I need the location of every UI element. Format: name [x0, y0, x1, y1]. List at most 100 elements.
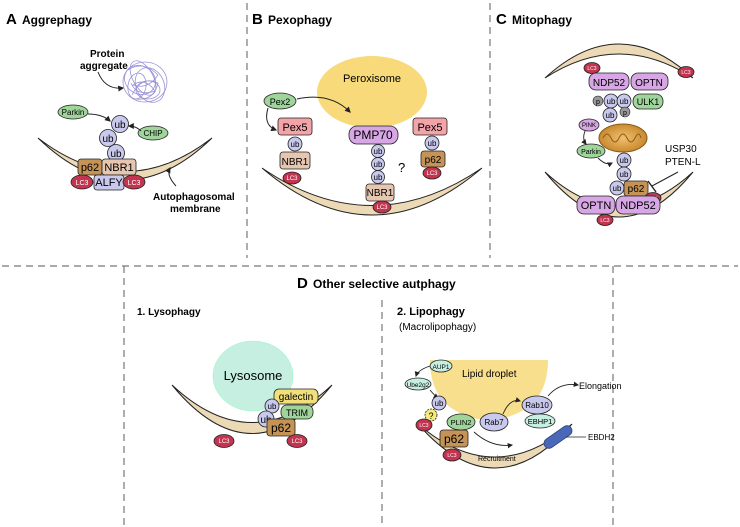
- ub-circle: [424, 135, 440, 151]
- recruitment-label: Recruitment: [478, 456, 516, 463]
- ulk1-label: ULK1: [637, 97, 660, 107]
- ub-label: ub: [606, 111, 615, 120]
- panel-separators: [2, 3, 738, 526]
- galectin-pill: [273, 388, 319, 405]
- lysosome-label: Lysosome: [224, 368, 283, 383]
- ub-circle: [99, 129, 117, 147]
- nbr1-label: NBR1: [104, 162, 133, 174]
- parkin-pill: [57, 104, 89, 120]
- pink-pill: [578, 118, 600, 132]
- membrane-label-2: membrane: [170, 204, 221, 215]
- panel-a-letter: A: [6, 11, 17, 28]
- optn-pill: [576, 195, 616, 215]
- nbr1-box: [279, 151, 311, 170]
- ub-label: ub: [607, 97, 616, 106]
- pex2-label: Pex2: [270, 97, 291, 107]
- ub-label: ub: [268, 402, 277, 411]
- p62-label: p62: [628, 184, 645, 195]
- panel-d-letter: D: [297, 275, 308, 292]
- p-circle: [619, 106, 631, 118]
- ub-circle: [111, 115, 129, 133]
- trim-label: TRIM: [286, 408, 308, 418]
- lc3-label: LC3: [286, 176, 298, 182]
- ub-label: ub: [102, 134, 114, 145]
- alfy-label: ALFY: [95, 177, 123, 189]
- panel-mitophagy: C Mitophagy LC3 LC3 NDP52 OPTN p ub ub U…: [496, 11, 701, 226]
- plin2-label: PLIN2: [451, 418, 472, 427]
- panel-other-selective: D Other selective autphagy 1. Lysophagy …: [137, 275, 622, 469]
- pmp70-pill: [348, 125, 399, 145]
- p62-label: p62: [425, 155, 442, 166]
- ebdh2-label: EBDH2: [588, 433, 615, 442]
- lc3-pill: [213, 434, 235, 448]
- ebdh2-protein-icon: [543, 425, 573, 449]
- lc3-pill: [415, 418, 433, 432]
- lc3-pill: [422, 166, 442, 180]
- lysophagy-title: 1. Lysophagy: [137, 307, 201, 318]
- pex5-label: Pex5: [417, 122, 442, 134]
- lc3-pill: [286, 434, 308, 448]
- lc3-label: LC3: [600, 218, 609, 224]
- ub-label: ub: [110, 149, 122, 160]
- ub-label: ub: [435, 399, 444, 408]
- nbr1-label: NBR1: [367, 188, 394, 199]
- lipid-droplet-label: Lipid droplet: [462, 369, 517, 380]
- pex5-label: Pex5: [282, 122, 307, 134]
- lc3-label: LC3: [76, 180, 89, 187]
- nbr1-label: NBR1: [282, 157, 309, 168]
- ub-label: ub: [374, 147, 383, 156]
- lc3-pill: [70, 174, 94, 190]
- panel-b-title: Pexophagy: [268, 13, 332, 27]
- optn-label: OPTN: [581, 200, 612, 212]
- ndp52-pill: [588, 72, 630, 91]
- peroxisome-label: Peroxisome: [343, 73, 401, 85]
- question-mark: ?: [428, 411, 433, 421]
- lc3-pill: [282, 171, 302, 185]
- peroxisome-organelle: [317, 56, 427, 128]
- ehbp1-label: EBHP1: [528, 417, 553, 426]
- ub-circle: [431, 395, 447, 411]
- ub-label: ub: [620, 156, 629, 165]
- aup1-label: AUP1: [433, 364, 450, 371]
- lc3-pill: [583, 62, 601, 74]
- lipophagy-subtitle: (Macrolipophagy): [399, 322, 476, 333]
- ub-circle: [287, 136, 303, 152]
- lc3-label: LC3: [587, 66, 596, 72]
- panel-aggrephagy: A Aggrephagy Protein aggregate Parkin CH…: [6, 11, 235, 215]
- parkin-label: Parkin: [581, 149, 601, 156]
- membrane-crescent: [261, 167, 483, 216]
- p62-box: [439, 429, 469, 448]
- ub-label: ub: [428, 139, 437, 148]
- ub-label: ub: [291, 140, 300, 149]
- membrane-crescent-top: [544, 43, 694, 79]
- ub-label: ub: [114, 120, 126, 131]
- lc3-pill: [677, 66, 695, 78]
- lipid-droplet: [430, 360, 548, 420]
- ulk1-pill: [632, 93, 664, 110]
- protein-aggregate-icon: [122, 60, 168, 103]
- p62-box: [266, 418, 296, 437]
- galectin-label: galectin: [279, 392, 313, 403]
- panel-d-title: Other selective autphagy: [313, 277, 456, 291]
- trim-pill: [280, 404, 314, 420]
- pex2-pill: [263, 92, 297, 110]
- panel-b-letter: B: [252, 11, 263, 28]
- lc3-label: LC3: [128, 180, 141, 187]
- p62-label: p62: [271, 421, 291, 435]
- ub-circle: [371, 170, 385, 184]
- ub-circle: [264, 398, 280, 414]
- panel-c-letter: C: [496, 11, 507, 28]
- lc3-label: LC3: [681, 70, 690, 76]
- chip-label: CHIP: [143, 129, 162, 138]
- pten-l-label: PTEN-L: [665, 157, 701, 168]
- lc3-label: LC3: [218, 439, 230, 445]
- pex5-box: [412, 117, 448, 136]
- p-circle: [592, 95, 604, 107]
- elongation-label: Elongation: [579, 381, 622, 391]
- rab7-label: Rab7: [484, 418, 504, 427]
- lc3-pill: [596, 214, 614, 226]
- ub-label: ub: [374, 160, 383, 169]
- ub-label: ub: [620, 170, 629, 179]
- lc3-pill: [442, 448, 462, 462]
